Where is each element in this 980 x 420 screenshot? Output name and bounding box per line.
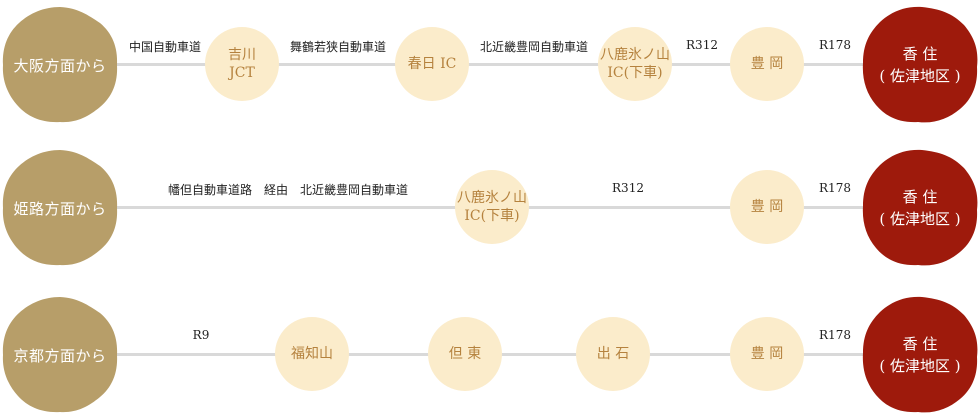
destination-label: 香 住 ( 佐津地区 ) xyxy=(879,45,961,85)
segment-label: R312 xyxy=(686,38,718,52)
segment-label: 舞鶴若狭自動車道 xyxy=(289,40,387,54)
origin-badge: 姫路方面から xyxy=(0,148,120,268)
route-himeji: 姫路方面から 幡但自動車道路 経由 北近畿豊岡自動車道 八鹿氷ノ山 IC(下車)… xyxy=(0,143,980,273)
node-yoshikawa-jct: 吉川 JCT xyxy=(205,27,279,101)
route-kyoto: 京都方面から R9 福知山 但 東 出 石 豊 岡 R178 香 住 ( 佐津地… xyxy=(0,290,980,420)
node-izushi: 出 石 xyxy=(576,317,650,391)
segment-label: R178 xyxy=(819,181,851,195)
segment-label: 中国自動車道 xyxy=(128,40,202,54)
segment-label: R178 xyxy=(819,38,851,52)
segment-label: R178 xyxy=(819,328,851,342)
destination-label: 香 住 ( 佐津地区 ) xyxy=(879,188,961,228)
segment-label: R312 xyxy=(612,181,644,195)
node-toyooka: 豊 岡 xyxy=(730,170,804,244)
origin-label: 大阪方面から xyxy=(13,56,107,75)
origin-blob-shape xyxy=(2,150,118,266)
node-yoka-hyonosen-ic: 八鹿氷ノ山 IC(下車) xyxy=(598,27,672,101)
origin-badge: 京都方面から xyxy=(0,295,120,415)
node-toyooka: 豊 岡 xyxy=(730,317,804,391)
destination-label: 香 住 ( 佐津地区 ) xyxy=(879,335,961,375)
origin-blob-shape xyxy=(2,7,118,123)
node-kasuga-ic: 春日 IC xyxy=(395,27,469,101)
origin-badge: 大阪方面から xyxy=(0,5,120,125)
node-fukuchiyama: 福知山 xyxy=(275,317,349,391)
origin-label: 姫路方面から xyxy=(13,199,107,218)
node-yoka-hyonosen-ic: 八鹿氷ノ山 IC(下車) xyxy=(455,170,529,244)
segment-label: 幡但自動車道路 経由 北近畿豊岡自動車道 xyxy=(167,183,409,197)
node-toyooka: 豊 岡 xyxy=(730,27,804,101)
origin-label: 京都方面から xyxy=(13,346,107,365)
destination-blob-shape xyxy=(862,296,978,413)
node-tanto: 但 東 xyxy=(428,317,502,391)
origin-blob-shape xyxy=(2,297,118,413)
route-osaka: 大阪方面から 中国自動車道 吉川 JCT 舞鶴若狭自動車道 春日 IC 北近畿豊… xyxy=(0,0,980,130)
destination-blob-shape xyxy=(862,6,978,123)
destination-badge: 香 住 ( 佐津地区 ) xyxy=(860,295,980,415)
route-line xyxy=(60,63,920,66)
destination-blob-shape xyxy=(862,149,978,266)
destination-badge: 香 住 ( 佐津地区 ) xyxy=(860,148,980,268)
segment-label: R9 xyxy=(192,328,210,342)
segment-label: 北近畿豊岡自動車道 xyxy=(479,40,589,54)
destination-badge: 香 住 ( 佐津地区 ) xyxy=(860,5,980,125)
